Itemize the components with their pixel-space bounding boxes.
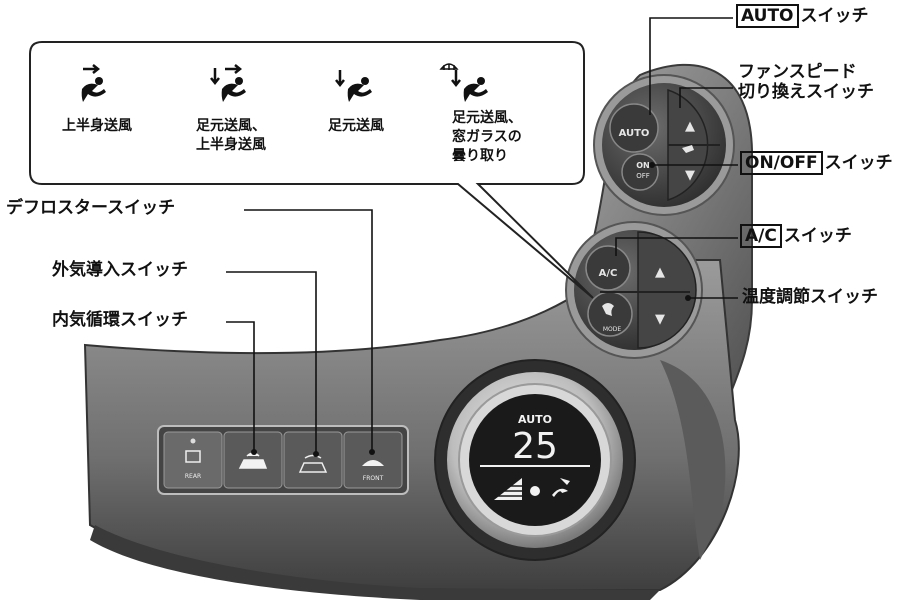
rear-button-label: REAR xyxy=(185,473,201,480)
foot-airflow-icon xyxy=(335,70,372,102)
mode-label-line: 足元送風 xyxy=(328,118,384,134)
display-screen xyxy=(469,394,601,526)
callout-recirculation-switch: 内気循環スイッチ xyxy=(52,310,188,330)
rear-defroster-icon xyxy=(185,450,201,463)
mode-button-label: MODE xyxy=(603,326,622,333)
mode-label-line: 曇り取り xyxy=(452,147,508,164)
callout-fresh-air-text: 外気導入スイッチ xyxy=(52,260,188,280)
callout-defroster-text: デフロスタースイッチ xyxy=(6,198,176,218)
display-mode: AUTO xyxy=(518,413,552,426)
leader-dot-fresh-air xyxy=(313,451,319,457)
callout-defroster-switch: デフロスタースイッチ xyxy=(6,198,175,218)
display-temperature: 25 xyxy=(512,426,558,467)
auto-button[interactable] xyxy=(609,103,659,153)
callout-fan-line2: 切り換えスイッチ xyxy=(738,82,874,103)
display-fan-icon xyxy=(530,486,540,496)
leader-dot-temperature xyxy=(685,295,691,301)
mode-label-line: 上半身送風 xyxy=(196,136,266,153)
on-off-button[interactable] xyxy=(621,153,659,191)
foot-and-defrost-airflow-icon xyxy=(439,63,488,102)
callout-ac-text: スイッチ xyxy=(783,226,852,246)
callout-on-off-boxed: ON/OFF xyxy=(740,151,823,175)
callout-temperature-switch: 温度調節スイッチ xyxy=(742,287,878,307)
leader-defroster xyxy=(244,209,373,452)
temp-up-arrow[interactable]: ▲ xyxy=(655,265,665,280)
front-button-label: FRONT xyxy=(363,475,384,482)
callout-fan-line1: ファンスピード xyxy=(738,62,857,82)
auto-button-label: AUTO xyxy=(619,128,650,139)
fan-level-indicator xyxy=(494,478,522,500)
leader-dot-on-off xyxy=(649,162,655,168)
leader-dot-defroster xyxy=(369,449,375,455)
leader-fresh-air xyxy=(226,271,317,454)
callout-auto-text: スイッチ xyxy=(800,6,869,26)
mode-label-line: 上半身送風 xyxy=(62,118,132,134)
front-defroster-icon xyxy=(362,460,384,466)
mode-label-foot: 足元送風 xyxy=(328,117,384,136)
callout-temperature-text: 温度調節スイッチ xyxy=(742,287,878,307)
fan-down-arrow[interactable]: ▼ xyxy=(685,168,695,183)
mode-label-line: 窓ガラスの xyxy=(452,128,522,145)
on-label: ON xyxy=(636,161,650,170)
fresh-air-icon xyxy=(298,454,328,473)
panel-right-edge xyxy=(660,360,726,560)
off-label: OFF xyxy=(636,172,650,180)
mode-label-line: 足元送風、 xyxy=(452,110,522,126)
mode-airflow-icon xyxy=(602,303,614,316)
leader-dot-recirculation xyxy=(251,449,257,455)
fan-icon xyxy=(682,145,694,153)
display-airflow-icon xyxy=(552,478,570,497)
ac-button[interactable] xyxy=(585,245,631,291)
callout-recirculation-text: 内気循環スイッチ xyxy=(52,310,188,330)
callout-fresh-air-switch: 外気導入スイッチ xyxy=(52,260,188,280)
mode-label-upper-body: 上半身送風 xyxy=(62,117,132,136)
mode-label-line: 足元送風、 xyxy=(196,118,266,134)
fan-up-arrow[interactable]: ▲ xyxy=(685,119,695,134)
ac-button-label: A/C xyxy=(599,268,618,279)
leader-recirculation xyxy=(226,321,255,452)
upper-body-airflow-icon xyxy=(81,64,106,102)
fresh-air-button[interactable] xyxy=(283,431,343,489)
leader-fan-speed xyxy=(679,87,733,108)
leader-ac xyxy=(615,237,738,256)
mode-bubble xyxy=(29,41,594,299)
panel-bottom-edge xyxy=(90,525,660,600)
leader-auto xyxy=(649,17,733,115)
temp-down-arrow[interactable]: ▼ xyxy=(655,312,665,327)
leader-lines xyxy=(226,17,738,454)
rear-indicator-light xyxy=(190,438,196,444)
callout-auto-boxed: AUTO xyxy=(736,4,799,28)
foot-and-upper-body-airflow-icon xyxy=(210,64,246,102)
rear-defroster-button[interactable] xyxy=(163,431,223,489)
callout-on-off-text: スイッチ xyxy=(824,153,893,173)
mode-label-foot-upper-body: 足元送風、 上半身送風 xyxy=(196,117,266,155)
callout-fan-speed-switch: ファンスピード 切り換えスイッチ xyxy=(738,62,874,103)
mode-label-foot-defrost: 足元送風、 窓ガラスの 曇り取り xyxy=(452,109,522,166)
callout-ac-boxed: A/C xyxy=(740,224,782,248)
